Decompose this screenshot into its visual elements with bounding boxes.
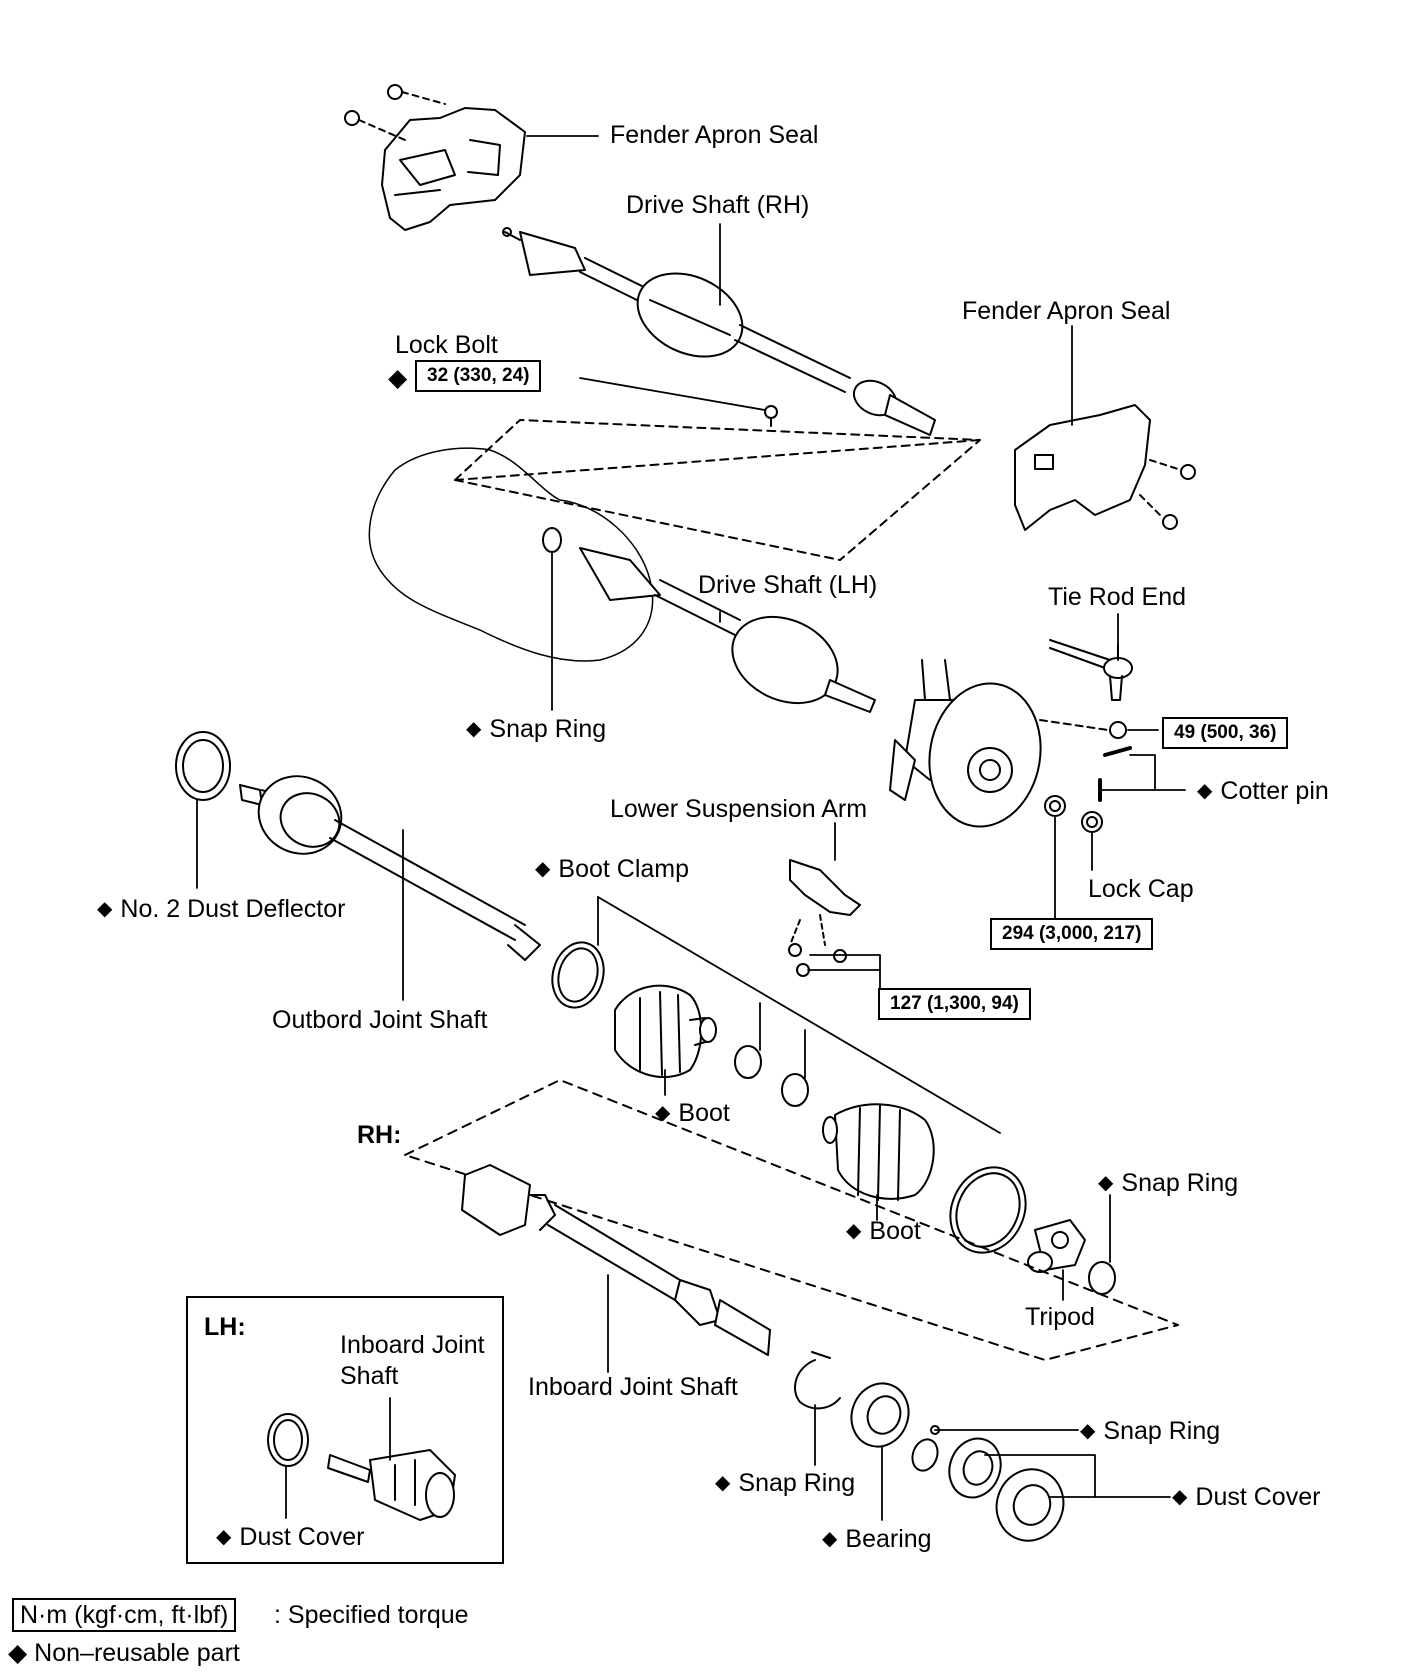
non-reusable-mark: ◆ — [655, 1102, 671, 1124]
legend-non-reusable: ◆ Non–reusable part — [8, 1639, 240, 1667]
label-lock-cap: Lock Cap — [1088, 875, 1194, 903]
lock-bolt-part — [764, 405, 778, 427]
label-dust-cover-right: Dust Cover — [1195, 1483, 1321, 1511]
outboard-joint-shaft-part — [239, 775, 541, 961]
label-lower-suspension-arm: Lower Suspension Arm — [610, 795, 868, 823]
lh-inset-parts — [267, 1413, 456, 1521]
transaxle-outline — [368, 419, 981, 662]
non-reusable-mark: ◆ — [1172, 1486, 1188, 1508]
non-reusable-mark: ◆ — [466, 718, 482, 740]
torque-lower-arm: 127 (1,300, 94) — [878, 988, 1031, 1020]
non-reusable-mark: ◆ — [97, 898, 113, 920]
fender-apron-seal-top-part — [344, 84, 526, 231]
label-bearing: Bearing — [845, 1525, 932, 1553]
legend-torque-desc: : Specified torque — [274, 1601, 469, 1629]
lh-heading: LH: — [204, 1313, 246, 1341]
snap-ring-bearing-part — [911, 1438, 939, 1472]
non-reusable-mark: ◆ — [1080, 1420, 1096, 1442]
label-snap-ring-right: Snap Ring — [1121, 1169, 1239, 1197]
label-fender-apron-seal-right: Fender Apron Seal — [962, 297, 1171, 325]
rh-heading: RH: — [357, 1121, 402, 1149]
legend-torque-units: N·m (kgf·cm, ft·lbf) — [12, 1598, 237, 1632]
label-cotter-pin: Cotter pin — [1220, 777, 1329, 805]
snap-ring-lower-part — [794, 1359, 841, 1410]
label-fender-apron-seal-top: Fender Apron Seal — [610, 121, 819, 149]
steering-knuckle-part — [889, 659, 1042, 828]
lower-suspension-arm-part — [788, 859, 861, 977]
drive-shaft-rh-part — [502, 227, 936, 436]
boot-clamp-part — [551, 941, 605, 1009]
fender-apron-seal-right-part — [1014, 404, 1196, 531]
non-reusable-mark: ◆ — [846, 1220, 862, 1242]
big-clamp-right-part — [949, 1166, 1027, 1254]
tripod-part — [1027, 1219, 1086, 1273]
boot-2-part — [822, 1103, 935, 1201]
snap-ring-right-part — [1088, 1261, 1116, 1295]
label-drive-shaft-rh: Drive Shaft (RH) — [626, 191, 810, 219]
label-inboard-joint-shaft-lh: Inboard Joint Shaft — [340, 1331, 485, 1390]
rh-dashed-frame — [404, 1079, 1179, 1361]
non-reusable-mark: ◆ — [388, 364, 408, 392]
label-snap-ring-bearing: Snap Ring — [1103, 1417, 1221, 1445]
label-boot-2: Boot — [869, 1217, 921, 1245]
bearing-part — [850, 1382, 910, 1448]
non-reusable-mark: ◆ — [822, 1528, 838, 1550]
dust-covers-right-part — [948, 1437, 1065, 1542]
leader-lines — [196, 135, 1186, 1521]
label-tripod: Tripod — [1025, 1303, 1095, 1331]
label-snap-ring-upper: Snap Ring — [489, 715, 607, 743]
non-reusable-mark: ◆ — [1098, 1172, 1114, 1194]
label-outbord-joint-shaft: Outbord Joint Shaft — [272, 1006, 488, 1034]
small-clamp-1-part — [734, 1045, 762, 1079]
hub-nut-lock-cap-part — [1044, 795, 1103, 833]
non-reusable-mark: ◆ — [1197, 780, 1213, 802]
non-reusable-mark: ◆ — [216, 1526, 232, 1548]
label-boot-1: Boot — [678, 1099, 730, 1127]
inboard-joint-shaft-rh-part — [461, 1164, 771, 1356]
label-tie-rod-end: Tie Rod End — [1048, 583, 1187, 611]
lh-inset-box — [186, 1296, 504, 1564]
non-reusable-mark: ◆ — [535, 858, 551, 880]
label-snap-ring-lower: Snap Ring — [738, 1469, 856, 1497]
label-lock-bolt: Lock Bolt — [395, 331, 498, 359]
torque-lock-cap: 294 (3,000, 217) — [990, 918, 1154, 950]
label-no2-dust-deflector: No. 2 Dust Deflector — [120, 895, 346, 923]
label-boot-clamp: Boot Clamp — [558, 855, 690, 883]
tie-rod-end-part — [1039, 639, 1133, 802]
non-reusable-mark: ◆ — [715, 1472, 731, 1494]
torque-tie-rod-nut: 49 (500, 36) — [1162, 717, 1289, 749]
boot-1-part — [614, 984, 717, 1079]
no2-dust-deflector-part — [175, 731, 231, 801]
label-dust-cover-lh: Dust Cover — [239, 1523, 365, 1551]
small-clamp-2-part — [781, 1073, 809, 1107]
torque-lock-bolt: 32 (330, 24) — [415, 360, 542, 392]
label-drive-shaft-lh: Drive Shaft (LH) — [698, 571, 878, 599]
drive-shaft-lh-part — [542, 527, 876, 713]
label-inboard-joint-shaft-rh: Inboard Joint Shaft — [528, 1373, 738, 1401]
